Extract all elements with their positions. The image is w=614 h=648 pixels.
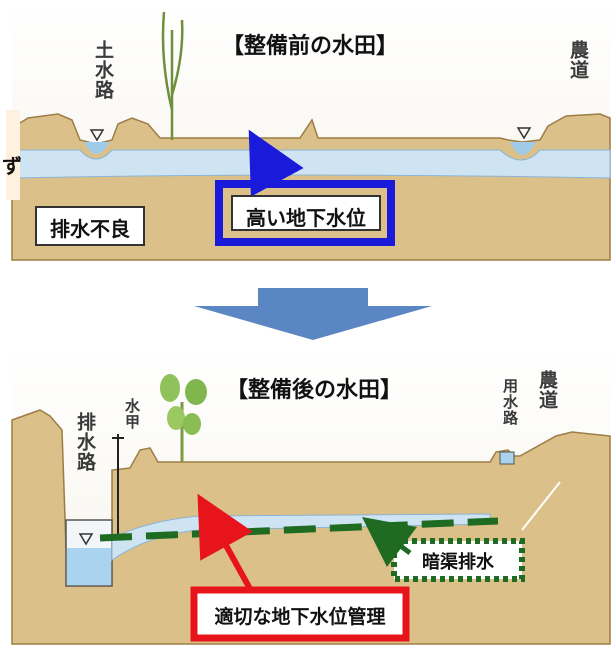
after-title: 【整備後の水田】 <box>226 378 403 403</box>
before-water-mark-left <box>89 129 105 142</box>
underdrain-pipe <box>99 517 499 542</box>
supply-channel <box>499 451 515 465</box>
before-title: 【整備前の水田】 <box>222 34 399 59</box>
underdrain-label: 暗渠排水 <box>422 552 494 573</box>
water-table-mgmt-box-frame <box>190 586 410 642</box>
after-water-mark <box>78 533 94 546</box>
before-water-table-label: 高い地下水位 <box>246 206 366 230</box>
before-water-mark-right <box>516 127 532 140</box>
down-arrow <box>194 288 432 340</box>
drainage-box <box>35 206 145 246</box>
after-water-table-label: 適切な地下水位管理 <box>214 606 386 628</box>
before-left-channel-water <box>84 142 110 154</box>
drain-channel-water <box>67 548 111 585</box>
after-panel <box>11 344 611 645</box>
before-right-channel-water <box>510 142 536 155</box>
after-road-label: 農道 <box>536 370 558 410</box>
drain-channel-label: 排水路 <box>74 412 96 472</box>
left-channel-label: 土水路 <box>92 40 114 100</box>
transition-arrow <box>194 288 432 340</box>
before-panel <box>6 2 611 261</box>
before-groundwater <box>11 149 611 179</box>
after-arrow <box>197 493 257 598</box>
side-note-box <box>6 110 20 200</box>
before-arrow <box>248 129 304 197</box>
drainage-label: 排水不良 <box>50 217 130 241</box>
before-road-label: 農道 <box>567 40 589 80</box>
water-table-box-frame <box>215 180 395 246</box>
underdrain-arrow <box>362 517 417 567</box>
soybean-plant <box>160 374 207 462</box>
water-table-box <box>231 195 381 231</box>
supply-channel-label: 用水路 <box>501 378 519 426</box>
rice-plant <box>161 11 184 140</box>
side-fragment: ず <box>2 154 22 178</box>
water-gate-label: 水甲 <box>123 398 141 430</box>
